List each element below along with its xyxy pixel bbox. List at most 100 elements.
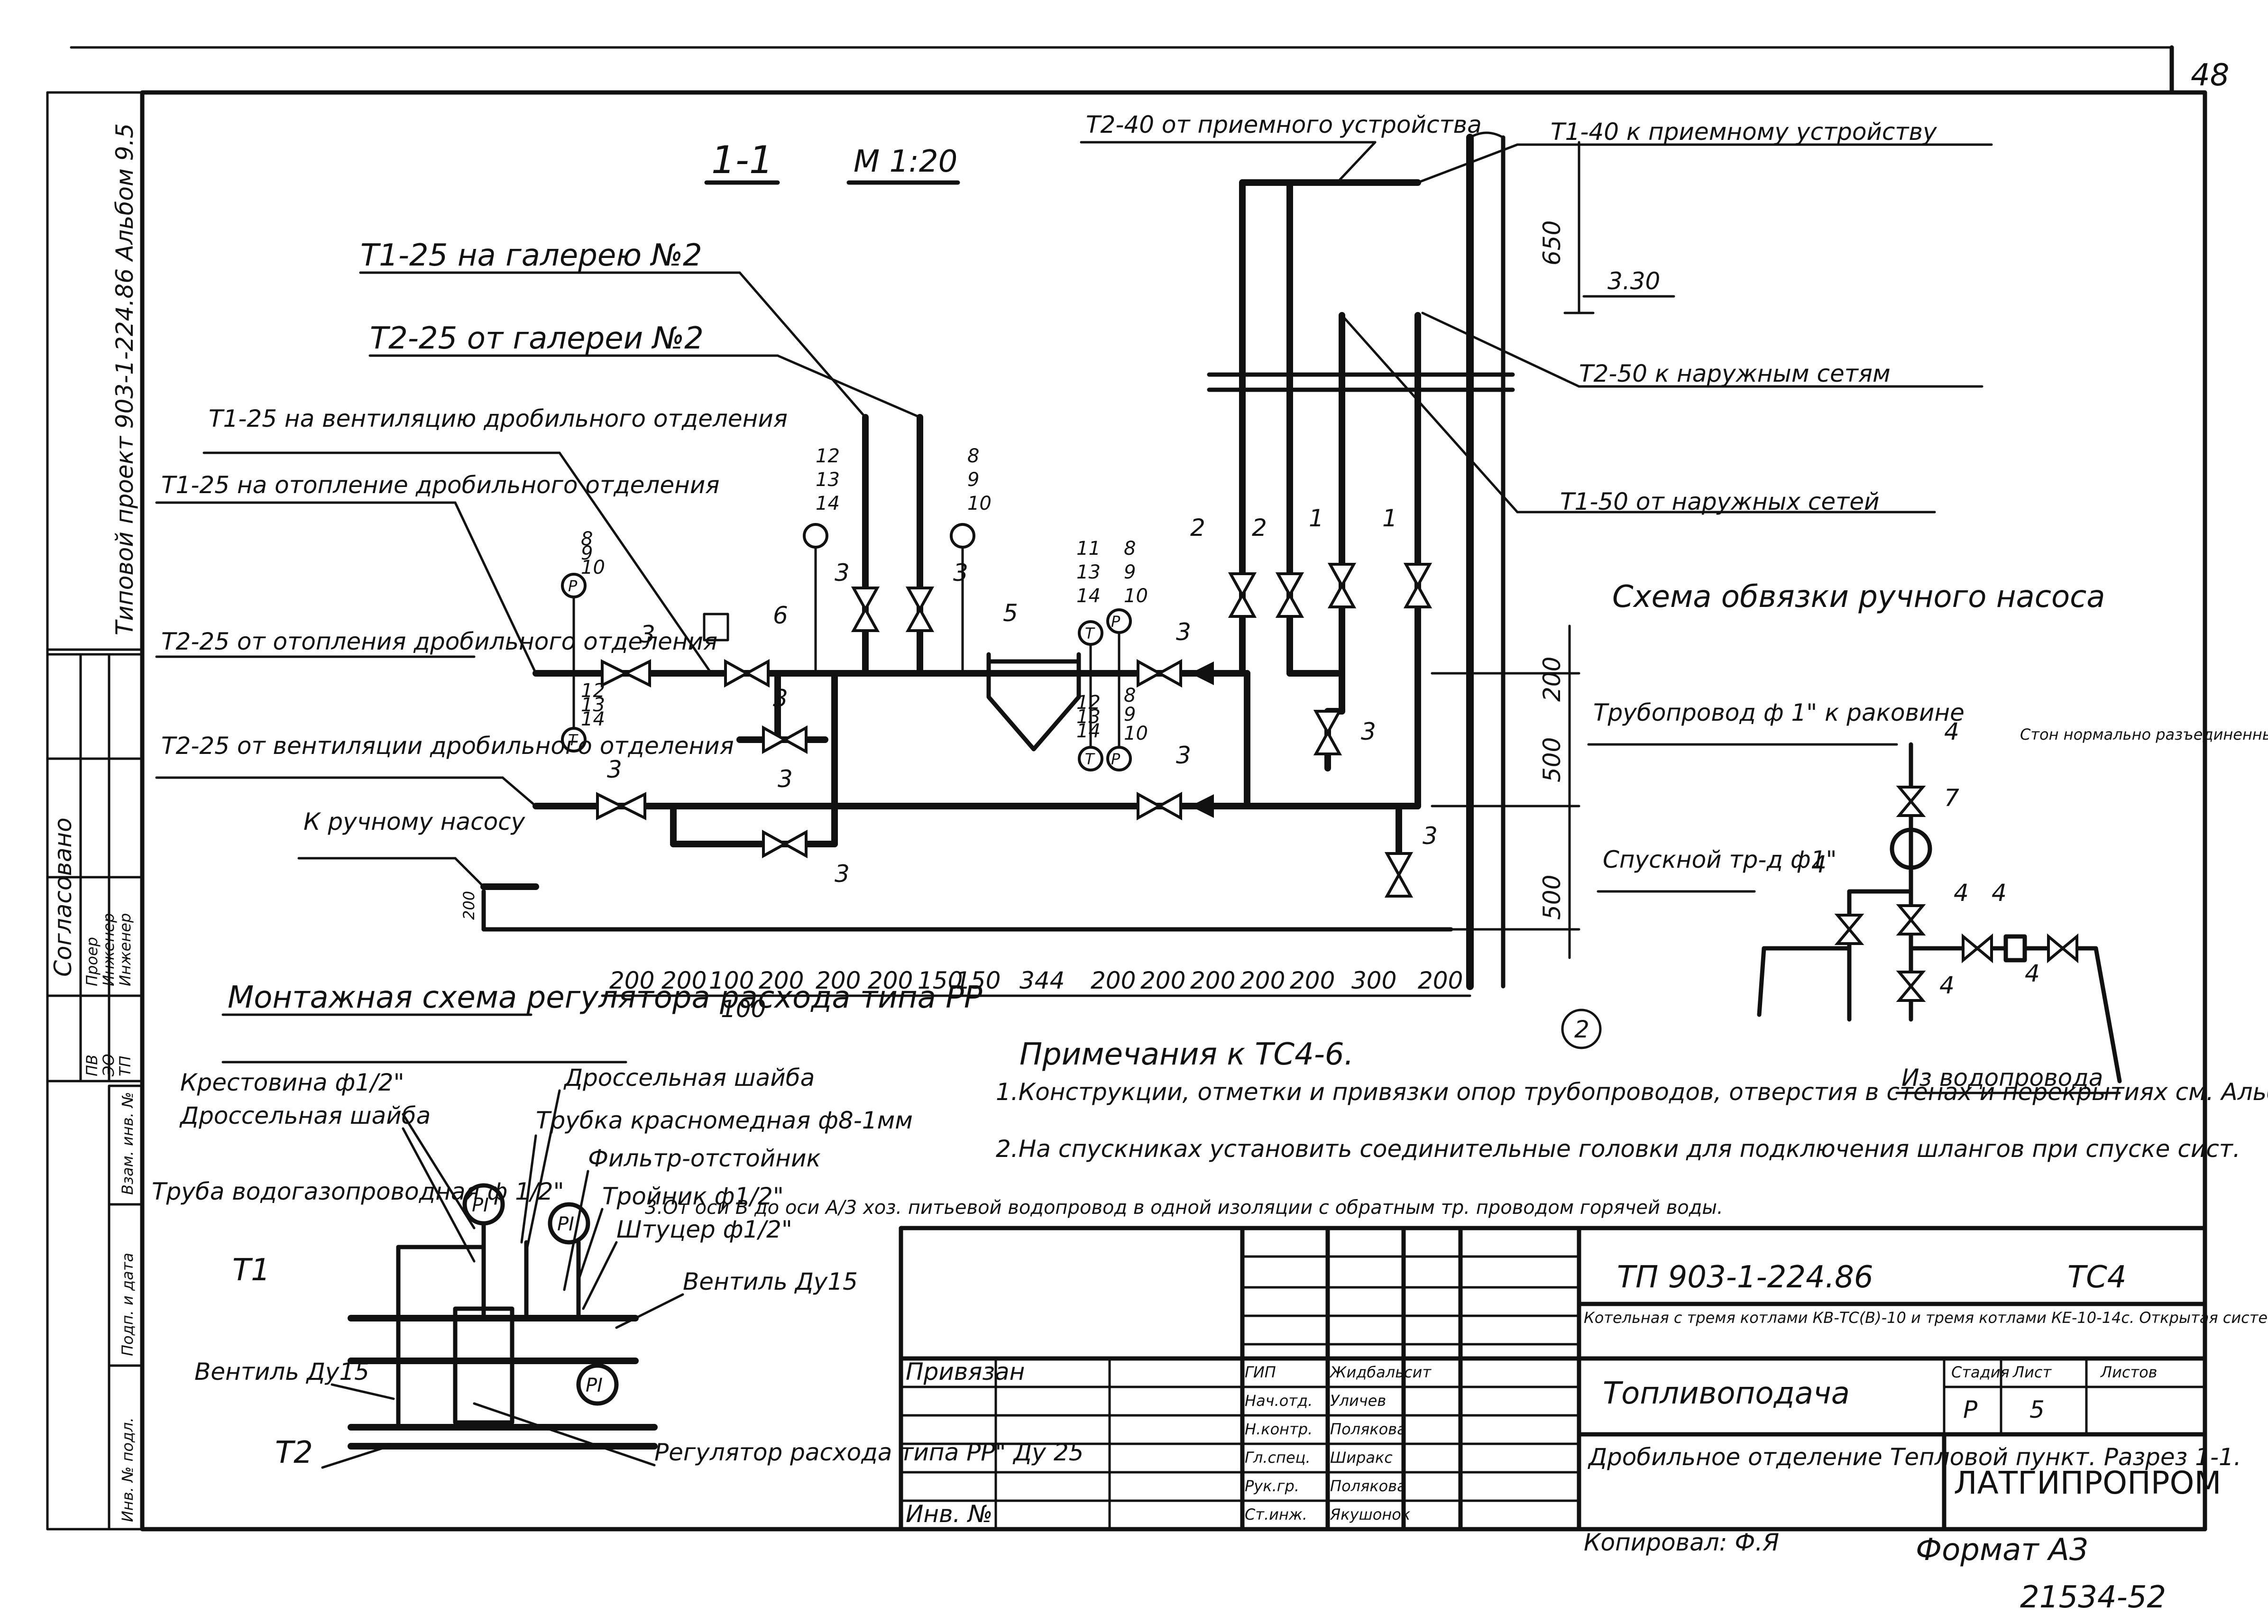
tb-role-5: Рук.гр. xyxy=(1245,1477,1299,1495)
label-t1-40: Т1-40 к приемному устройству xyxy=(1551,118,1937,146)
pump-pipe-to-sink: Трубопровод ф 1" к раковине xyxy=(1593,699,1965,726)
dim-left-200: 200 xyxy=(460,891,478,920)
tb-stage: Р xyxy=(1963,1396,1978,1423)
valve-mark-5: 3 xyxy=(835,559,850,587)
tb-name-3: Полякова xyxy=(1330,1420,1406,1438)
gauge-t-3: T xyxy=(1085,750,1095,768)
dim-7: 150 xyxy=(955,967,1001,994)
tb-bound: Привязан xyxy=(906,1358,1025,1385)
tb-format: Формат А3 xyxy=(1916,1532,2089,1568)
tb-section-name: Топливоподача xyxy=(1603,1376,1850,1411)
section-title: 1-1 xyxy=(711,138,773,182)
valve-mark-1: 3 xyxy=(640,621,655,648)
valve-mark-14: 1 xyxy=(1382,505,1397,532)
gauge-t-2: T xyxy=(1085,624,1095,642)
valve-mark-11: 2 xyxy=(1190,514,1205,541)
mark-a-2: 10 xyxy=(581,557,605,578)
mark-e-0: 11 xyxy=(1076,538,1101,560)
note-3: 3.От оси В до оси А/3 хоз. питьевой водо… xyxy=(645,1197,1723,1219)
side-code-3: ТП xyxy=(116,1055,134,1076)
pump-mark-7: 4 xyxy=(2025,960,2040,987)
label-t1-50: Т1-50 от наружных сетей xyxy=(1560,488,1880,515)
side-code-2: ЭО xyxy=(100,1054,118,1077)
tb-code: ТП 903-1-224.86 xyxy=(1617,1260,1873,1295)
dim-13: 200 xyxy=(1290,967,1335,994)
pump-scheme-title: Схема обвязки ручного насоса xyxy=(1612,579,2105,615)
mark-f-2: 10 xyxy=(1124,585,1148,607)
valve-mark-2: 3 xyxy=(607,756,622,783)
strainer xyxy=(986,652,1081,752)
mount-valve-left: Вентиль Ду15 xyxy=(194,1358,369,1385)
side-stamp: Типовой проект 903-1-224.86 Альбом 9.5 С… xyxy=(46,123,144,1531)
mark-d-1: 9 xyxy=(967,469,979,491)
mark-g-2: 14 xyxy=(1076,720,1101,742)
label-t1-25-heat: Т1-25 на отопление дробильного отделения xyxy=(161,471,719,499)
valves xyxy=(596,563,1432,898)
mark-f-0: 8 xyxy=(1124,538,1136,560)
instrument-mark-stacks: 8 9 10 12 13 14 12 13 14 8 9 10 11 13 14… xyxy=(581,445,1148,744)
dim-11: 200 xyxy=(1190,967,1235,994)
dim-5: 200 xyxy=(868,967,913,994)
label-t2-50: Т2-50 к наружным сетям xyxy=(1579,360,1891,387)
gauge-t-1: T xyxy=(568,731,578,749)
notes-block: Примечания к ТС4-6. 1.Конструкции, отмет… xyxy=(645,1037,2268,1219)
valve-mark-10: 3 xyxy=(1423,822,1438,850)
mark-d-2: 10 xyxy=(967,493,992,514)
mount-filter: Фильтр-отстойник xyxy=(588,1145,821,1172)
label-t2-25-heat: Т2-25 от отопления дробильного отделения xyxy=(161,628,717,655)
valve-marks: 3 3 3 3 3 3 3 3 3 3 2 2 1 1 3 5 6 xyxy=(607,505,1438,888)
note-2: 2.На спускниках установить соединительны… xyxy=(996,1135,2240,1163)
dim-15: 200 xyxy=(1418,967,1463,994)
note-1: 1.Конструкции, отметки и привязки опор т… xyxy=(996,1078,2268,1106)
mount-tee: Тройник ф1/2" xyxy=(602,1183,784,1210)
dim-6: 150 xyxy=(918,967,963,994)
tb-name-4: Ширакс xyxy=(1330,1449,1393,1467)
pump-from-water: Из водопровода xyxy=(1901,1064,2103,1092)
dim-9: 200 xyxy=(1091,967,1136,994)
dim-500-lower: 500 xyxy=(1538,875,1566,920)
tb-drawing-name: Дробильное отделение Тепловой пункт. Раз… xyxy=(1588,1443,2241,1471)
instrument-gauges xyxy=(561,523,1132,771)
dim-650: 650 xyxy=(1538,220,1566,266)
mark-g-0: 12 xyxy=(1076,692,1101,714)
mount-t2: Т2 xyxy=(275,1435,313,1470)
mark-c-0: 12 xyxy=(816,445,840,467)
tb-name-5: Полякова xyxy=(1330,1477,1406,1495)
mark-f-1: 9 xyxy=(1124,561,1136,583)
side-role-2: Инженер xyxy=(100,913,118,986)
elevation-330: 3.30 xyxy=(1607,267,1660,295)
dim-0: 200 xyxy=(609,967,654,994)
tb-inv: Инв. № xyxy=(906,1500,992,1528)
side-project-title: Типовой проект 903-1-224.86 Альбом 9.5 xyxy=(111,123,138,635)
side-inv-original: Инв. № подл. xyxy=(119,1417,137,1522)
mark-h-1: 9 xyxy=(1124,704,1136,725)
side-agreed-label: Согласовано xyxy=(49,817,77,977)
valve-mark-7: 3 xyxy=(1176,618,1191,646)
gauge-p-3: P xyxy=(1111,750,1120,768)
vertical-dimensions: 650 3.30 200 500 500 200 xyxy=(460,141,1675,959)
valve-mark-15: 3 xyxy=(778,765,793,793)
copied-by: Копировал: Ф.Я xyxy=(1584,1529,1779,1556)
dim-8: 344 xyxy=(1019,967,1065,994)
tb-name-2: Уличев xyxy=(1330,1392,1386,1410)
mark-d-0: 8 xyxy=(967,445,979,467)
tb-sheet: 5 xyxy=(2029,1396,2045,1423)
mount-gauge-1: PI xyxy=(472,1194,489,1216)
axis-marker xyxy=(1561,1009,1602,1049)
tb-mark: ТС4 xyxy=(2067,1260,2127,1295)
pump-mark-5: 4 xyxy=(1992,879,2007,907)
mark-h-2: 10 xyxy=(1124,723,1148,744)
pump-mark-3: 4 xyxy=(1811,851,1827,878)
pipe-labels: Т2-40 от приемного устройства Т1-40 к пр… xyxy=(155,111,1993,888)
mount-orifice-2: Дроссельная шайба xyxy=(563,1064,815,1092)
dim-12: 200 xyxy=(1240,967,1285,994)
notes-title: Примечания к ТС4-6. xyxy=(1019,1037,1354,1072)
tb-description: Котельная с тремя котлами КВ-ТС(В)-10 и … xyxy=(1584,1309,2268,1327)
pump-mark-4: 4 xyxy=(1954,879,1969,907)
dim-200-level: 200 xyxy=(1538,657,1566,702)
mount-gauge-2: PI xyxy=(557,1213,574,1235)
side-role-3: Инженер xyxy=(116,913,134,986)
mount-gauge-3: PI xyxy=(586,1375,603,1396)
dim-1: 200 xyxy=(661,967,707,994)
